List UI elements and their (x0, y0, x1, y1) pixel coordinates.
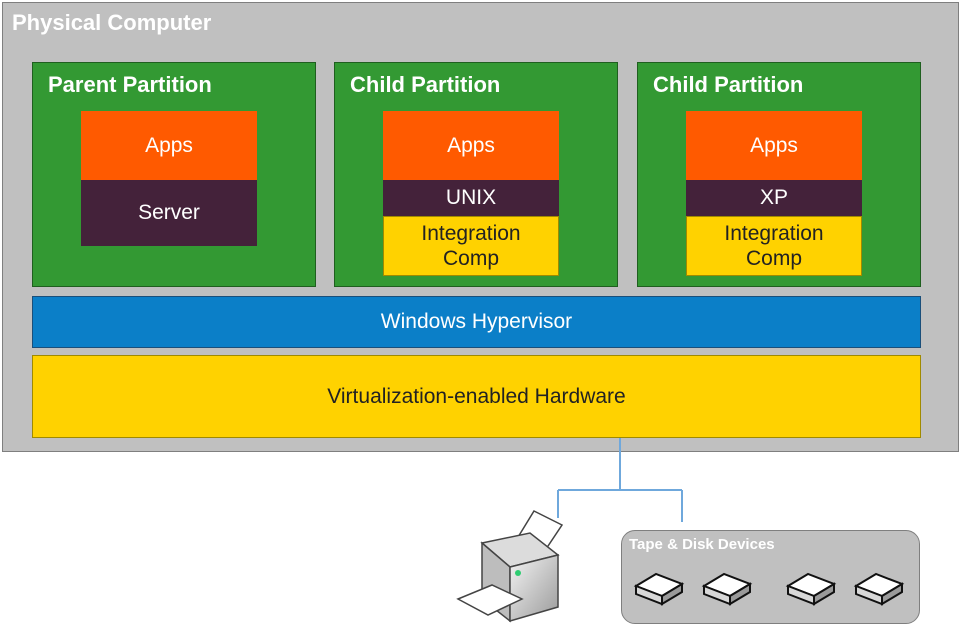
child1-apps-layer: Apps (383, 111, 559, 180)
physical-computer-title: Physical Computer (12, 10, 212, 35)
parent-apps-layer: Apps (81, 111, 257, 180)
disk-drive-icon (853, 572, 905, 606)
child-partition-2-title: Child Partition (653, 72, 804, 97)
child2-os-layer: XP (686, 180, 862, 216)
parent-partition-title: Parent Partition (48, 72, 212, 97)
child2-apps-layer: Apps (686, 111, 862, 180)
child2-integration-layer: Integration Comp (686, 216, 862, 276)
printer (452, 503, 572, 631)
disk-drive-icon (701, 572, 753, 606)
disk-drive-icon (785, 572, 837, 606)
child1-os-layer: UNIX (383, 180, 559, 216)
tape-disk-devices-title: Tape & Disk Devices (629, 536, 775, 553)
child1-integration-layer: Integration Comp (383, 216, 559, 276)
child-partition-1-title: Child Partition (350, 72, 501, 97)
printer-icon (456, 510, 564, 623)
parent-os-layer: Server (81, 180, 257, 246)
hardware-layer: Virtualization-enabled Hardware (32, 355, 921, 438)
disk-drive-icon (633, 572, 685, 606)
hypervisor-layer: Windows Hypervisor (32, 296, 921, 348)
